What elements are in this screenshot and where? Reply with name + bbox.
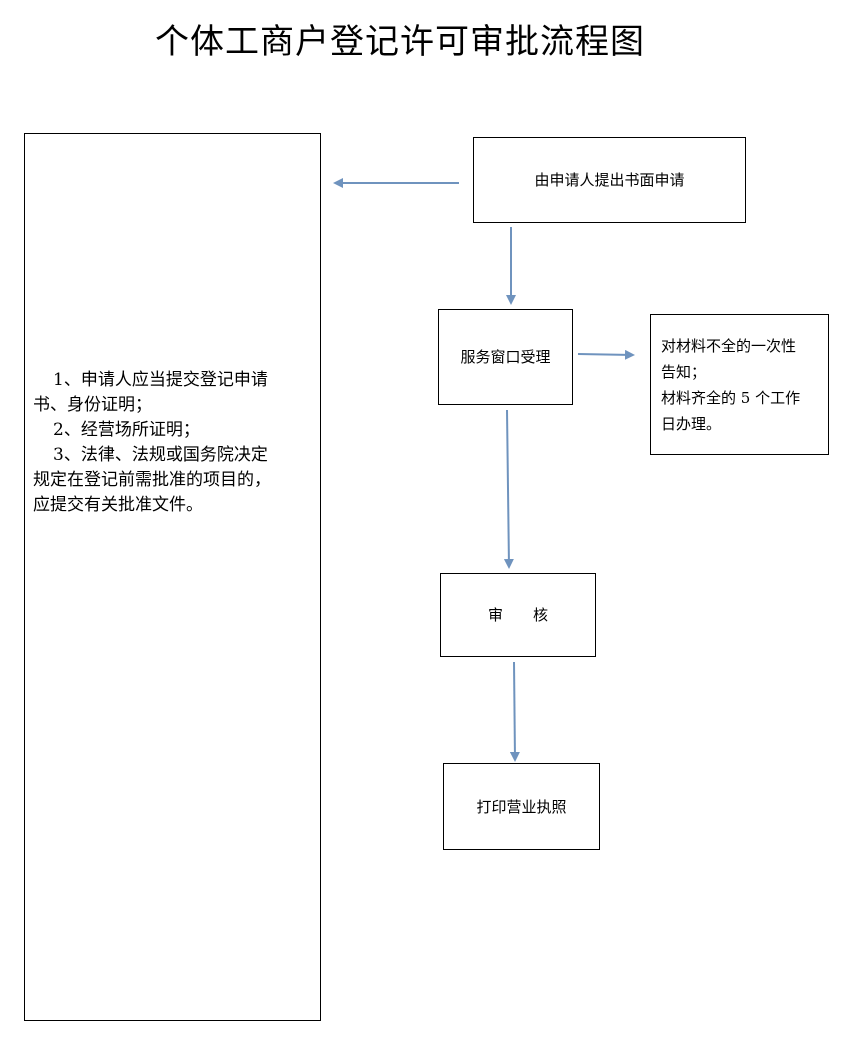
requirement-line: 书、身份证明； [33,395,152,415]
requirement-line: 应提交有关批准文件。 [33,495,203,515]
requirement-line: 3、法律、法规或国务院决定 [53,445,268,465]
requirement-line: 1、申请人应当提交登记申请 [53,370,268,390]
step-print-license-box: 打印营业执照 [443,763,600,850]
requirements-box: 1、申请人应当提交登记申请 书、身份证明； 2、经营场所证明； 3、法律、法规或… [24,133,321,1021]
notice-box: 对材料不全的一次性 告知； 材料齐全的 5 个工作 日办理。 [650,314,829,455]
step-application-label: 由申请人提出书面申请 [534,171,685,189]
arrow-review-to-print [509,661,520,762]
step-review-box: 审 核 [440,573,596,657]
step-window-acceptance-box: 服务窗口受理 [438,309,573,405]
notice-line: 材料齐全的 5 个工作 [661,389,801,407]
page-title: 个体工商户登记许可审批流程图 [155,22,645,62]
notice-text: 对材料不全的一次性 告知； 材料齐全的 5 个工作 日办理。 [661,333,800,437]
step-review-label: 审 核 [487,606,548,624]
notice-line: 日办理。 [661,415,722,433]
notice-line: 告知； [661,363,707,381]
arrow-window-to-notice [577,349,635,360]
notice-line: 对材料不全的一次性 [661,337,797,355]
arrow-window-to-review [503,409,514,569]
step-print-license-label: 打印营业执照 [476,797,567,816]
requirement-line: 2、经营场所证明； [53,420,200,440]
requirements-text: 1、申请人应当提交登记申请 书、身份证明； 2、经营场所证明； 3、法律、法规或… [33,368,271,518]
requirement-line: 规定在登记前需批准的项目的， [33,470,271,490]
step-application-box: 由申请人提出书面申请 [473,137,746,223]
step-window-acceptance-label: 服务窗口受理 [460,348,551,366]
